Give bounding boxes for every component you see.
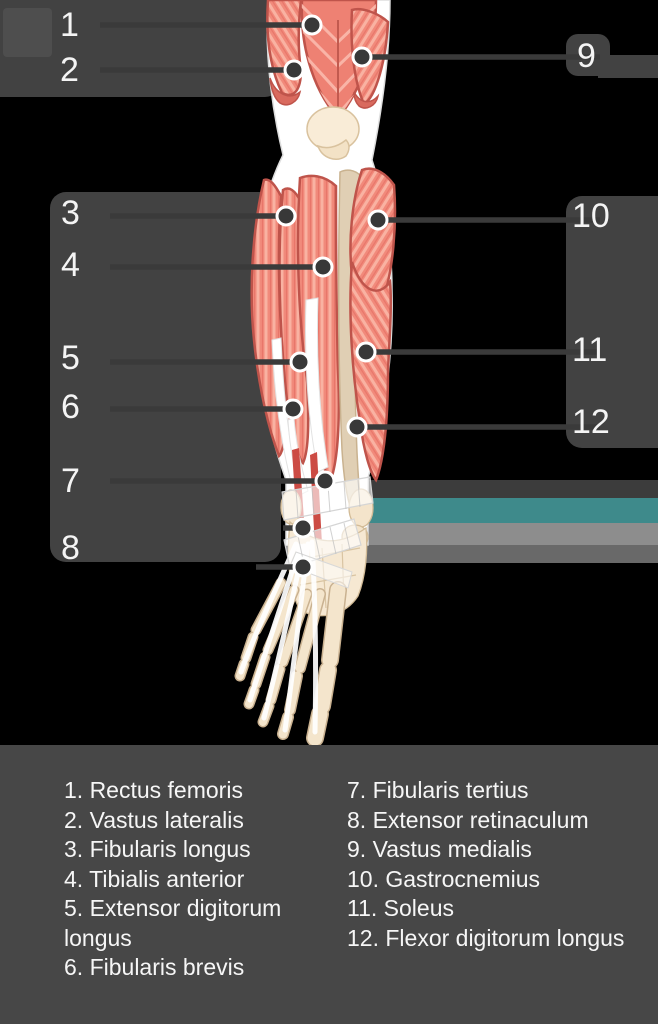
pointer-line-7[interactable] bbox=[110, 470, 336, 492]
legend-item: 3. Fibularis longus bbox=[64, 836, 251, 862]
pointer-number-6[interactable]: 6 bbox=[61, 388, 80, 426]
label-tab-9-extension bbox=[598, 55, 658, 78]
pointer-line-12[interactable] bbox=[346, 416, 600, 438]
pointer-line-1[interactable] bbox=[100, 14, 323, 36]
pointer-line-6[interactable] bbox=[110, 398, 304, 420]
legend-item: 8. Extensor retinaculum bbox=[347, 806, 589, 833]
pointer-number-2[interactable]: 2 bbox=[60, 51, 79, 89]
legend-item: 1. Rectus femoris bbox=[64, 777, 243, 803]
legend-item: 10. Gastrocnemius bbox=[347, 865, 541, 892]
legend-item: 9. Vastus medialis bbox=[347, 836, 532, 862]
legend-item: 2. Vastus lateralis bbox=[64, 806, 244, 833]
pointer-line-3[interactable] bbox=[110, 205, 297, 227]
pointer-number-11[interactable]: 11 bbox=[572, 331, 608, 369]
pointer-line-11[interactable] bbox=[355, 341, 600, 363]
band-mid-gray bbox=[362, 545, 658, 563]
pointer-number-1[interactable]: 1 bbox=[60, 6, 79, 44]
pointer-number-5[interactable]: 5 bbox=[61, 339, 80, 377]
pointer-number-8[interactable]: 8 bbox=[61, 529, 80, 567]
legend-item: 12. Flexor digitorum longus bbox=[347, 924, 625, 951]
panel-inner-box bbox=[3, 8, 52, 57]
legend-column-right: 7. Fibularis tertius 8. Extensor retinac… bbox=[347, 776, 647, 953]
tibialis-anterior-muscle bbox=[296, 174, 340, 486]
label-panel-right bbox=[566, 196, 658, 448]
label-panel-top-left bbox=[0, 0, 281, 97]
pointer-number-9[interactable]: 9 bbox=[577, 37, 596, 75]
pointer-line-10[interactable] bbox=[367, 209, 600, 231]
legend-column-left: 1. Rectus femoris 2. Vastus lateralis 3.… bbox=[64, 776, 319, 983]
pointer-number-12[interactable]: 12 bbox=[572, 403, 610, 441]
pointer-number-3[interactable]: 3 bbox=[61, 194, 80, 232]
pointer-line-8a[interactable] bbox=[283, 517, 314, 539]
pointer-line-5[interactable] bbox=[110, 351, 311, 373]
pointer-line-4[interactable] bbox=[110, 256, 334, 278]
legend-item: 5. Extensor digitorum longus bbox=[64, 895, 282, 951]
muscle-legend-panel: 1. Rectus femoris 2. Vastus lateralis 3.… bbox=[0, 745, 658, 1024]
pointer-number-4[interactable]: 4 bbox=[61, 246, 80, 284]
label-panel-left bbox=[50, 192, 281, 562]
band-dark-gray bbox=[362, 480, 658, 498]
band-teal bbox=[362, 498, 658, 523]
pointer-line-8[interactable] bbox=[256, 556, 314, 578]
legend-item: 11. Soleus bbox=[347, 895, 454, 921]
pointer-line-2[interactable] bbox=[100, 59, 305, 81]
legend-item: 6. Fibularis brevis bbox=[64, 954, 245, 980]
legend-item: 4. Tibialis anterior bbox=[64, 865, 245, 892]
legend-item: 7. Fibularis tertius bbox=[347, 777, 529, 803]
pointer-number-10[interactable]: 10 bbox=[572, 197, 610, 235]
pointer-line-9[interactable] bbox=[351, 46, 600, 68]
band-light-gray bbox=[362, 523, 658, 545]
pointer-number-7[interactable]: 7 bbox=[61, 462, 80, 500]
patella-bone bbox=[306, 106, 360, 160]
